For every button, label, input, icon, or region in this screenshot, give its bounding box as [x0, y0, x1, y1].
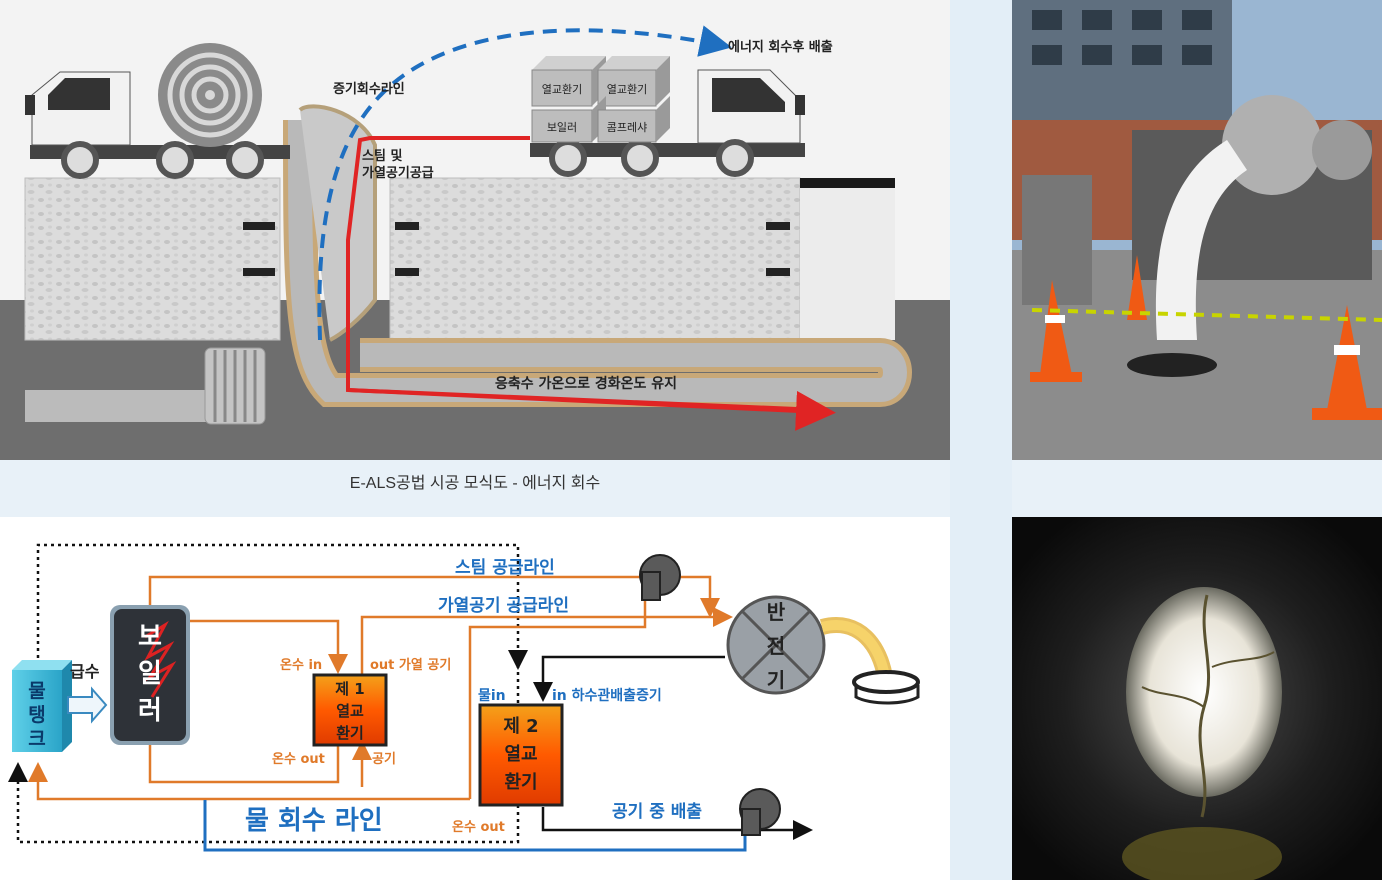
right-truck: 열교환기 열교환기 보일러 콤프레샤	[530, 56, 805, 177]
label-hot-water-out-1: 온수 out	[272, 752, 325, 767]
label-water-recovery-line: 물 회수 라인	[245, 806, 383, 836]
label-steam-hot-air-2: 가열공기공급	[362, 165, 434, 181]
label-boiler: 보일러	[547, 120, 577, 134]
label-water-in: 물in	[478, 688, 506, 704]
manhole-ring	[852, 670, 920, 694]
label-compressor: 콤프레샤	[607, 121, 647, 134]
top-construction-diagram: 열교환기 열교환기 보일러 콤프레샤 증기회수라인 에너지 회수후 배출 스팀 …	[0, 0, 950, 460]
inverter-label-1: 반	[767, 600, 786, 624]
hot-water-in-line	[185, 619, 348, 674]
label-hot-water-in: 온수 in	[280, 658, 322, 673]
label-steam-recovery-line: 증기회수라인	[333, 81, 405, 97]
inverter-label-2: 전	[767, 634, 785, 658]
tank-label-2: 탱	[28, 704, 45, 726]
steam-recovery-line	[317, 25, 732, 341]
feed-arrow	[67, 686, 108, 724]
label-energy-exhaust: 에너지 회수후 배출	[728, 39, 833, 55]
hx2-label-1: 제 2	[503, 716, 538, 737]
process-flow-svg: 물 탱 크 급수 보 일 러 제 1 열교 환기 제 2 열교 환기	[7, 543, 920, 852]
dotted-return-line	[36, 543, 528, 670]
diagram-caption: E-ALS공법 시공 모식도 - 에너지 회수	[349, 475, 601, 492]
photo-site-truck	[1012, 0, 1382, 460]
road-block-left	[24, 177, 281, 341]
label-air: 공기	[372, 752, 396, 767]
boiler-label-3: 러	[138, 696, 162, 726]
construction-schematic-svg: 열교환기 열교환기 보일러 콤프레샤 증기회수라인 에너지 회수후 배출 스팀 …	[0, 25, 950, 460]
trash-bin	[1022, 175, 1092, 305]
water-recovery-line	[203, 800, 747, 852]
fan-bottom	[739, 788, 781, 836]
hot-air-supply-line	[360, 607, 733, 677]
traffic-cones	[1030, 255, 1382, 420]
label-air-exhaust: 공기 중 배출	[612, 802, 702, 822]
photo-pipe-interior-art	[1012, 517, 1382, 880]
hx1-label-1: 제 1	[335, 680, 364, 698]
boiler-label-2: 일	[138, 659, 162, 689]
heat-exchanger-2: 제 2 열교 환기	[478, 703, 564, 807]
hx2-label-3: 환기	[504, 771, 537, 793]
exhaust-line	[541, 807, 813, 840]
label-out-hot-air: out 가열 공기	[370, 657, 451, 673]
photo-site-truck-art	[1012, 0, 1382, 460]
label-hot-water-out-2: 온수 out	[452, 820, 505, 835]
label-hx2: 열교환기	[607, 83, 647, 96]
label-steam-hot-air-1: 스팀 및	[362, 149, 402, 164]
boiler: 보 일 러	[110, 605, 190, 745]
hex-background-strip	[950, 0, 1012, 880]
fan-top	[639, 554, 681, 601]
boiler-label-1: 보	[138, 622, 162, 652]
water-tank: 물 탱 크	[12, 660, 72, 752]
steam-supply-line	[148, 575, 720, 618]
inverter-label-3: 기	[767, 668, 785, 692]
label-hx1: 열교환기	[542, 83, 582, 96]
heat-exchanger-1: 제 1 열교 환기	[312, 673, 388, 747]
manhole-structure	[800, 178, 895, 340]
label-sewer-steam: in 하수관배출증기	[552, 687, 662, 704]
left-truck	[25, 43, 290, 179]
hx1-label-3: 환기	[336, 724, 364, 742]
bottom-process-diagram: 물 탱 크 급수 보 일 러 제 1 열교 환기 제 2 열교 환기	[0, 517, 950, 880]
hx2-label-2: 열교	[504, 744, 537, 765]
tank-label-1: 물	[28, 680, 45, 702]
label-condensate: 응축수 가온으로 경화온도 유지	[495, 375, 677, 392]
photo-pipe-interior	[1012, 517, 1382, 880]
label-steam-supply-line: 스팀 공급라인	[455, 558, 555, 578]
label-hot-air-supply-line: 가열공기 공급라인	[438, 596, 569, 616]
label-feed-water: 급수	[70, 662, 100, 681]
tank-label-3: 크	[28, 728, 45, 750]
inverter: 반 전 기	[726, 595, 826, 695]
road-block-right	[389, 177, 801, 341]
hx1-label-2: 열교	[336, 702, 364, 720]
pipe-light-opening	[1126, 587, 1282, 797]
white-hose	[1155, 140, 1247, 340]
